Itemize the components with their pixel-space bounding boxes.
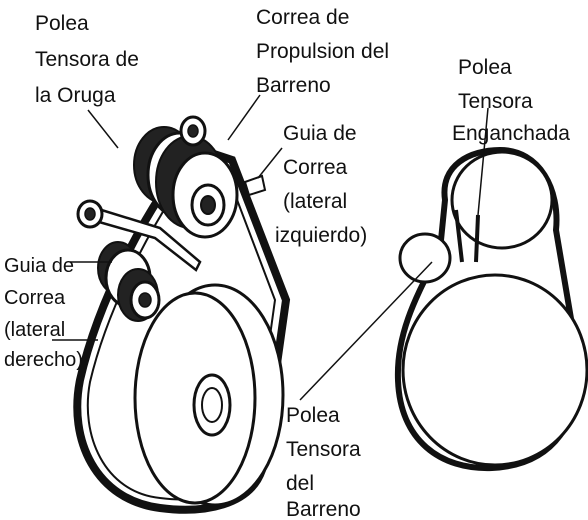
right-belt-guide-pulleys bbox=[97, 241, 161, 322]
engaged-idler-pulley bbox=[450, 150, 554, 250]
label-guia-izquierdo: Guia de Correa (lateral izquierdo) bbox=[275, 122, 367, 247]
label-correa-propulsion: Correa de Propulsion del Barreno bbox=[256, 6, 395, 97]
label-polea-tensora-oruga: Polea Tensora de la Oruga bbox=[35, 12, 145, 107]
label-guia-derecho: Guia de Correa (lateral derecho) bbox=[4, 255, 83, 371]
left-pulley-assembly bbox=[73, 115, 291, 514]
right-large-pulley bbox=[401, 273, 588, 467]
left-belt-guide-pin bbox=[243, 174, 267, 197]
leader-lines bbox=[52, 94, 489, 401]
track-tensioner-pulley bbox=[133, 126, 239, 239]
label-polea-barreno: Polea Tensora del Barreno bbox=[286, 404, 367, 520]
top-right-idler bbox=[179, 115, 207, 147]
right-pulley-assembly bbox=[394, 146, 588, 472]
label-polea-enganchada: Polea Tensora Enganchada bbox=[452, 56, 570, 145]
auger-idler-pulley bbox=[398, 232, 452, 284]
